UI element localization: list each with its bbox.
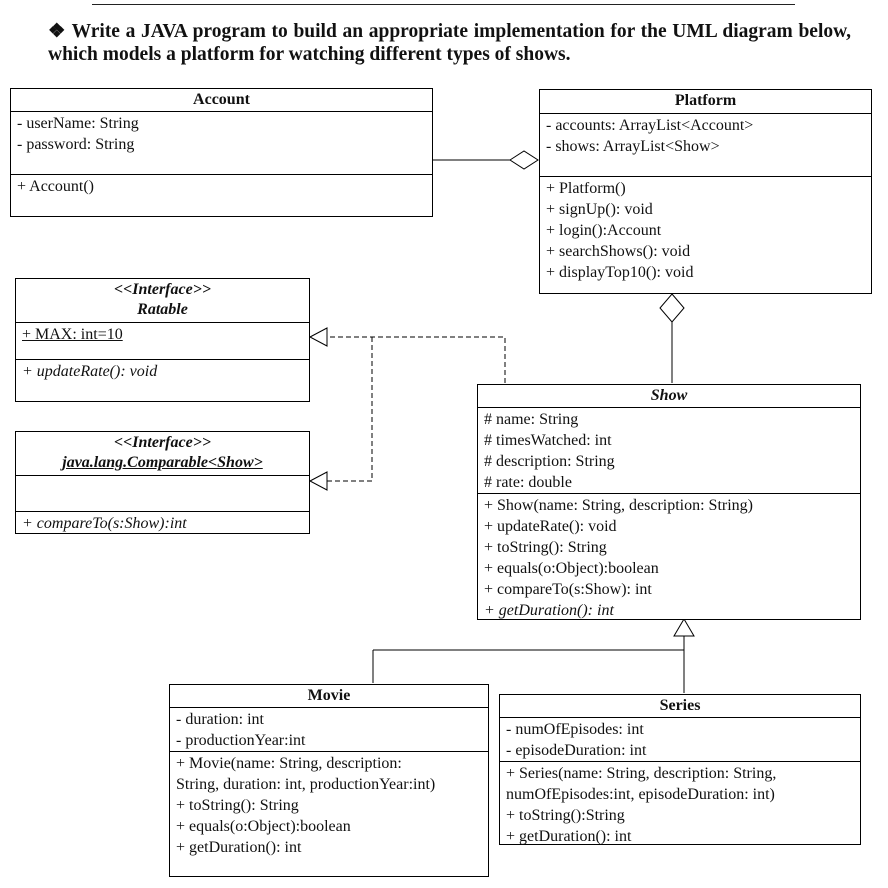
method: + Platform() [546,180,626,197]
methods-section: + Account() [11,174,432,216]
method: + getDuration(): int [176,839,302,856]
method: + toString():String [506,807,625,824]
methods-section: + Series(name: String, description: Stri… [500,761,860,845]
top-rule [92,4,795,5]
interface-header: <<Interface>> java.lang.Comparable<Show> [16,432,309,475]
class-platform: Platform - accounts: ArrayList<Account> … [539,89,872,294]
inheritance-arrow-icon [673,618,695,637]
class-name: Platform [674,92,737,109]
class-name: Account [193,91,250,108]
attribute: - userName: String [17,115,139,132]
method: numOfEpisodes:int, episodeDuration: int) [506,786,775,803]
class-show: Show # name: String # timesWatched: int … [477,384,861,620]
attribute: # timesWatched: int [484,432,612,449]
realization-arrow-icon [308,327,328,347]
attribute: + MAX: int=10 [22,326,123,343]
interface-ratable: <<Interface>> Ratable + MAX: int=10 + up… [15,278,310,402]
class-name: Series [659,697,701,714]
method: + equals(o:Object):boolean [176,818,351,835]
method: + Movie(name: String, description: [176,755,402,772]
interface-header: <<Interface>> Ratable [16,279,309,322]
methods-section: + Movie(name: String, description: Strin… [170,751,488,876]
method: + signUp(): void [546,201,653,218]
method: + login():Account [546,222,662,239]
realization-ratable-link [327,336,506,383]
realization-arrow-icon [308,471,328,491]
method: + Show(name: String, description: String… [484,497,753,514]
attributes-section: - duration: int - productionYear:int [170,707,488,751]
method: String, duration: int, productionYear:in… [176,776,436,793]
method: + updateRate(): void [484,518,617,535]
attribute: - episodeDuration: int [506,742,647,759]
class-account: Account - userName: String - password: S… [10,88,433,217]
method: + updateRate(): void [22,363,158,380]
method: + searchShows(): void [546,243,691,260]
method: + displayTop10(): void [546,264,694,281]
attributes-section: + MAX: int=10 [16,322,309,359]
aggregation-diamond-icon [659,293,685,323]
methods-section: + Show(name: String, description: String… [478,493,860,619]
attribute: - productionYear:int [176,732,306,749]
attributes-section: - numOfEpisodes: int - episodeDuration: … [500,717,860,761]
methods-section: + compareTo(s:Show):int [16,511,309,533]
method: + compareTo(s:Show): int [484,581,652,598]
class-movie: Movie - duration: int - productionYear:i… [169,684,489,877]
method: + Account() [17,178,94,195]
method: + getDuration(): int [484,602,614,619]
attributes-section: # name: String # timesWatched: int # des… [478,407,860,493]
stereotype: <<Interface>> [114,434,211,451]
interface-name: Ratable [137,301,188,318]
attributes-section [16,475,309,511]
attribute: - duration: int [176,711,264,728]
method: + getDuration(): int [506,828,632,845]
realization-comparable-link [327,337,373,482]
aggregation-diamond-icon [509,150,539,170]
stereotype: <<Interface>> [114,281,211,298]
bullet-icon: ❖ [48,21,67,42]
methods-section: + Platform() + signUp(): void + login():… [540,176,871,293]
prompt-text: Write a JAVA program to build an appropr… [48,21,851,65]
class-name: Movie [307,687,351,704]
attribute: - numOfEpisodes: int [506,721,644,738]
method: + toString(): String [484,539,607,556]
attribute: # description: String [484,453,615,470]
attributes-section: - accounts: ArrayList<Account> - shows: … [540,113,871,176]
method: + Series(name: String, description: Stri… [506,765,777,782]
methods-section: + updateRate(): void [16,359,309,401]
method: + equals(o:Object):boolean [484,560,659,577]
class-series: Series - numOfEpisodes: int - episodeDur… [499,694,861,845]
attributes-section: - userName: String - password: String [11,111,432,174]
attribute: - shows: ArrayList<Show> [546,138,720,155]
interface-name: java.lang.Comparable<Show> [62,454,263,471]
assignment-prompt: ❖ Write a JAVA program to build an appro… [48,20,851,66]
attribute: - password: String [17,136,135,153]
method: + toString(): String [176,797,299,814]
attribute: # rate: double [484,474,572,491]
attribute: # name: String [484,411,579,428]
interface-comparable: <<Interface>> java.lang.Comparable<Show>… [15,431,310,534]
attribute: - accounts: ArrayList<Account> [546,117,754,134]
method: + compareTo(s:Show):int [22,515,187,532]
class-name: Show [650,387,688,404]
